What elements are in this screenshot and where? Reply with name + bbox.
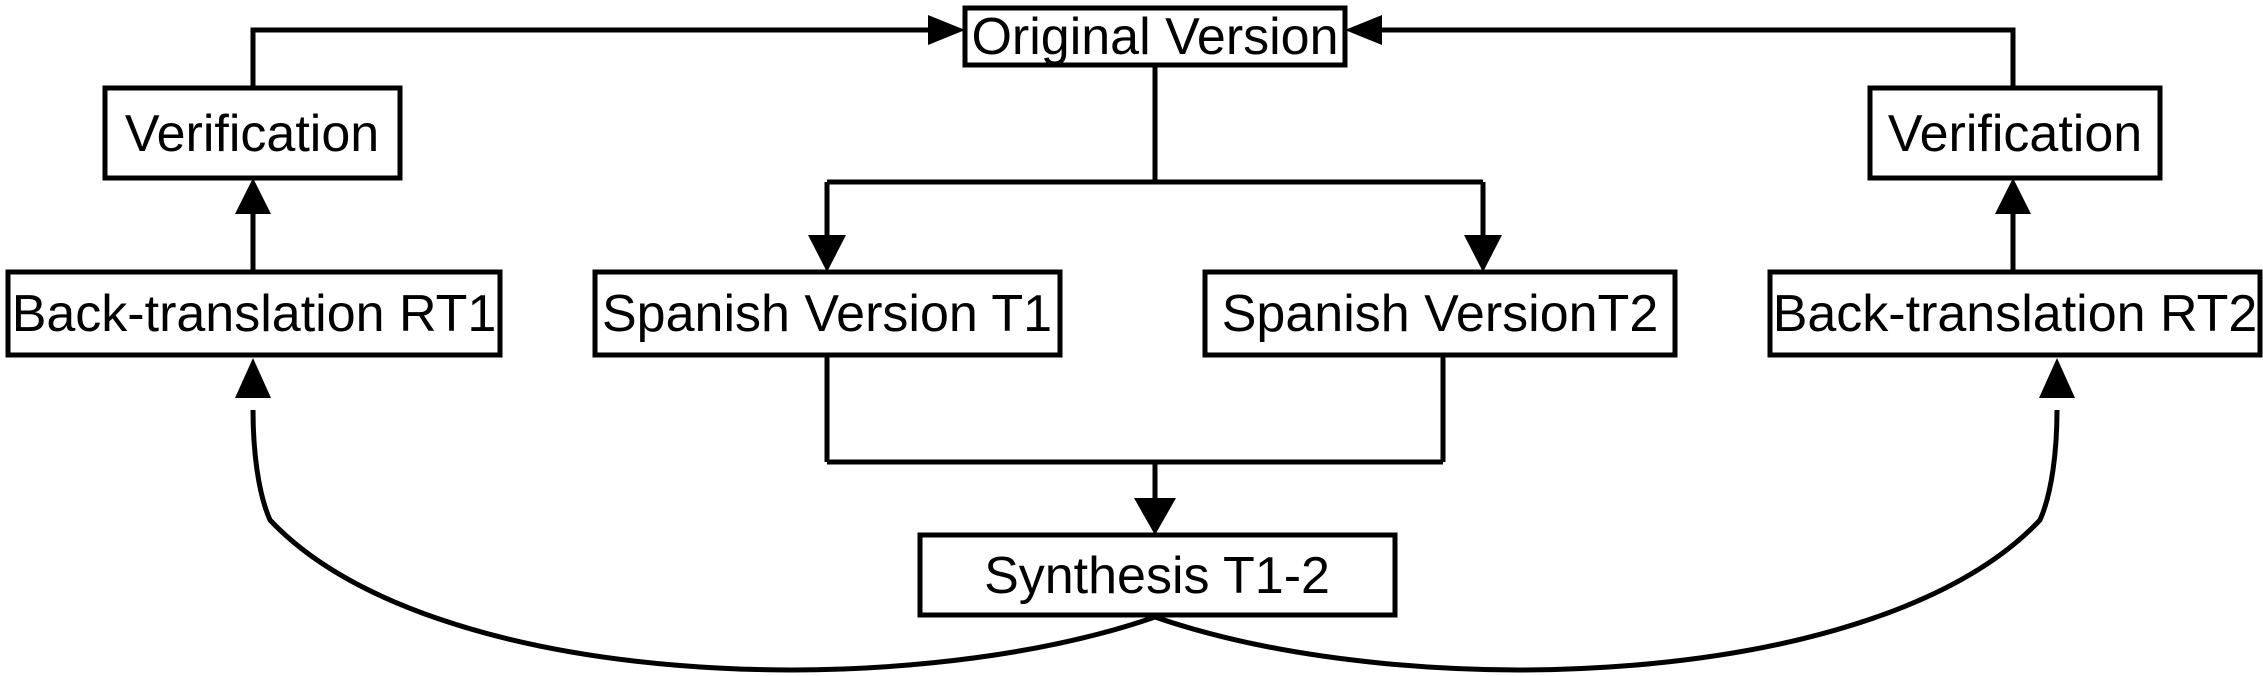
edge-verif-right-to-original <box>1345 15 2016 88</box>
arrowhead-up-icon <box>235 178 271 214</box>
node-label: Verification <box>1888 105 2142 163</box>
edge-path <box>1370 27 2016 88</box>
arrowhead-left-icon <box>1345 15 1382 45</box>
node-back-translation-rt1[interactable]: Back-translation RT1 <box>5 269 503 358</box>
node-label: Spanish Version T1 <box>602 285 1052 343</box>
arrowhead-up-icon <box>235 358 271 398</box>
edge-synthesis-to-rt2 <box>1154 358 2075 673</box>
node-original-version[interactable]: Original Version <box>962 5 1348 68</box>
node-box-rect <box>102 85 403 181</box>
arrowhead-down-icon <box>1464 235 1502 272</box>
arrowhead-down-icon <box>808 235 846 272</box>
node-box-rect <box>592 269 1063 358</box>
node-box-rect <box>1767 269 2263 358</box>
arrowhead-up-icon <box>2039 358 2075 398</box>
node-spanish-version-t2[interactable]: Spanish VersionT2 <box>1202 269 1678 358</box>
arrowhead-down-icon <box>1134 498 1176 535</box>
edge-spanish-to-synthesis <box>824 355 1446 535</box>
node-box-rect <box>917 532 1398 618</box>
edge-original-to-spanish-branch <box>808 65 1502 272</box>
arrowhead-right-icon <box>928 15 965 45</box>
node-spanish-version-t1[interactable]: Spanish Version T1 <box>592 269 1063 358</box>
edge-path-curve <box>1154 409 2060 673</box>
edge-rt1-to-verif-left <box>235 178 271 272</box>
edge-path <box>250 27 940 88</box>
node-label: Synthesis T1-2 <box>984 547 1330 605</box>
node-label: Spanish VersionT2 <box>1222 285 1659 343</box>
node-back-translation-rt2[interactable]: Back-translation RT2 <box>1767 269 2263 358</box>
node-box-rect <box>962 5 1348 68</box>
edge-path-curve <box>250 409 1156 673</box>
node-verification-left[interactable]: Verification <box>102 85 403 181</box>
node-verification-right[interactable]: Verification <box>1867 85 2163 181</box>
edge-synthesis-to-rt1 <box>235 358 1156 673</box>
edge-rt2-to-verif-right <box>1995 178 2031 272</box>
node-label: Original Version <box>971 8 1338 66</box>
arrowhead-up-icon <box>1995 178 2031 214</box>
node-box-rect <box>5 269 503 358</box>
edge-verif-left-to-original <box>250 15 965 88</box>
node-label: Verification <box>125 105 379 163</box>
node-box-rect <box>1867 85 2163 181</box>
node-label: Back-translation RT2 <box>1773 285 2258 343</box>
node-label: Back-translation RT1 <box>12 285 497 343</box>
node-box-rect <box>1202 269 1678 358</box>
node-synthesis-t1-2[interactable]: Synthesis T1-2 <box>917 532 1398 618</box>
